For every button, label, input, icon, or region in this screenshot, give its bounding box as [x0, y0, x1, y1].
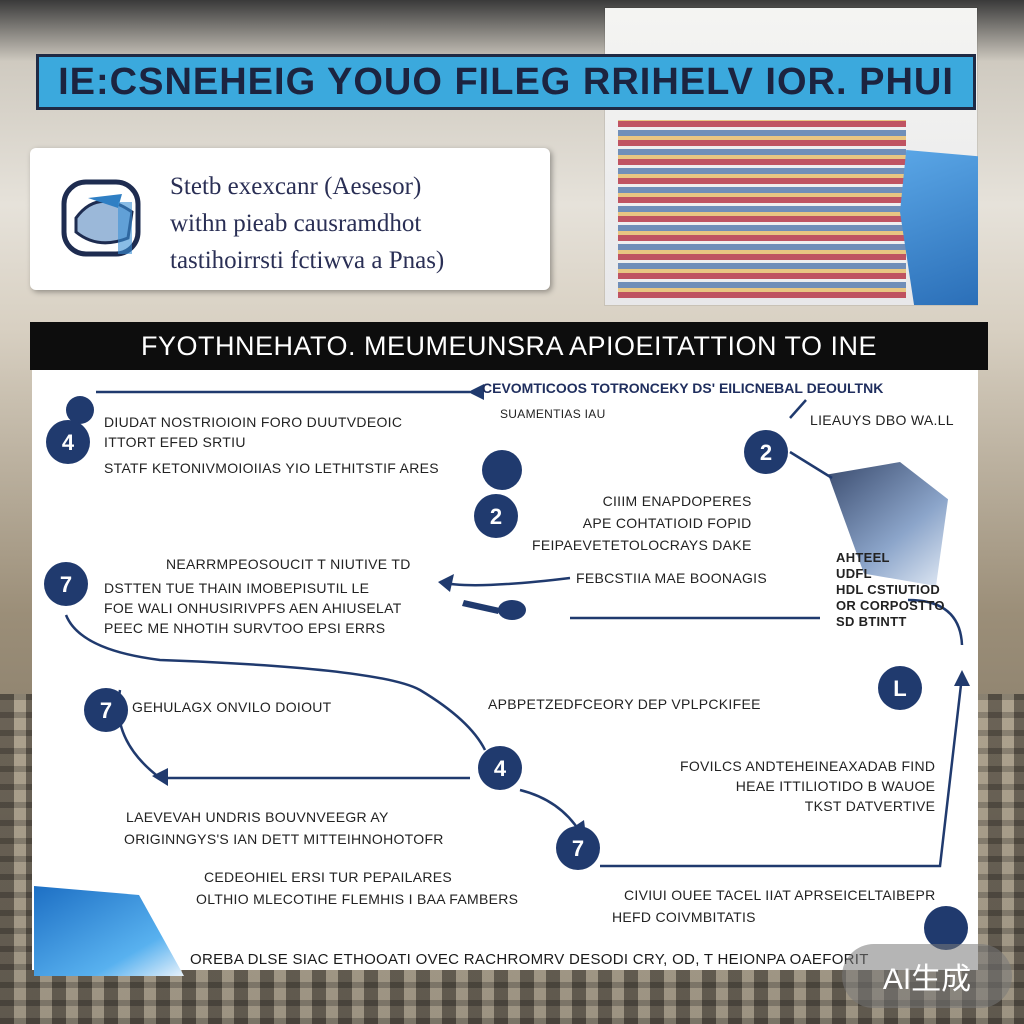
center3-text: APBPETZEDFCEORY DEP VPLPCKIFEE [488, 696, 761, 712]
node-top-left: 4 [46, 420, 90, 464]
intro-line: Stetb exexcanr (Aesesor) [170, 173, 422, 200]
probe-icon [498, 600, 526, 620]
block3-text: GEHULAGX ONVILO DOIOUT [132, 699, 332, 715]
connector-right-top [789, 450, 833, 480]
right2-text: AHTEEL UDFL HDL CSTIUTIOD OR CORPOSTTO S… [836, 550, 945, 629]
node-circles: 4 7 7 2 4 7 2 L [44, 396, 968, 950]
arrow-head-right [954, 670, 970, 686]
header-top-text: CEVOMTICOOS TOTRONCEKY DS' EILICNEBAL DE… [482, 380, 884, 396]
headset-icon [61, 179, 141, 257]
block2-head-text: NEARRMPEOSOUCIT T NIUTIVE TD [166, 556, 411, 572]
arrow-head-lower [152, 768, 168, 786]
blue-figure-image [900, 150, 978, 305]
right3-text: FOVILCS ANDTEHEINEAXADAB FIND HEAE ITTIL… [680, 758, 936, 814]
center1-text: CIIIM ENAPDOPERES APE COHTATIOID FOPID F… [532, 493, 752, 553]
svg-text:4: 4 [494, 756, 507, 781]
ai-generated-badge: AI生成 [842, 944, 1012, 1008]
arrow-head-top [468, 384, 484, 400]
node-dot-small [66, 396, 94, 424]
node-right-low: L [878, 666, 922, 710]
svg-text:2: 2 [490, 504, 502, 529]
node-center-top: 2 [474, 494, 518, 538]
probe-stem [462, 600, 500, 614]
right1-text: LIEAUYS DBO WA.LL [810, 412, 954, 428]
svg-text:2: 2 [760, 440, 772, 465]
center2-text: FEBCSTIIA MAE BOONAGIS [576, 570, 767, 586]
connector-right-top-2 [789, 399, 807, 419]
footer-text: OREBA DLSE SIAC ETHOOATI OVEC RACHROMRV … [190, 950, 869, 968]
badge-label: AI生成 [882, 963, 972, 996]
node-center-low: 4 [478, 746, 522, 790]
node-right-top: 2 [744, 430, 788, 474]
connector-right-arc [907, 598, 964, 646]
node-dot-center [482, 450, 522, 490]
node-bottom: 7 [556, 826, 600, 870]
svg-text:4: 4 [62, 430, 75, 455]
header-sub-text: SUAMENTIAS IAU [500, 407, 606, 421]
right4-text: CIVIUI OUEE TACEL IIAT APRSEICELTAIBEPR … [612, 887, 936, 925]
section-banner: FYOTHNEHATO. MEUMEUNSRA APIOEITATTION TO… [30, 322, 988, 370]
building-image [618, 120, 906, 298]
node-mid-left: 7 [44, 562, 88, 606]
block2-text: DSTTEN TUE THAIN IMOBEPISUTIL LE FOE WAL… [104, 580, 402, 636]
page-title: IE:CSNEHEIG YOUO FILEG RRIHELV IOR. PHUI [58, 60, 954, 103]
connector-left-curve [64, 614, 487, 751]
svg-text:L: L [893, 676, 906, 701]
intro-text: Stetb exexcanr (Aesesor) withn pieab cau… [170, 168, 540, 279]
block5-text: CEDEOHIEL ERSI TUR PEPAILARES OLTHIO MLE… [196, 869, 519, 907]
svg-text:7: 7 [100, 698, 112, 723]
footer-text-bar: OREBA DLSE SIAC ETHOOATI OVEC RACHROMRV … [190, 942, 910, 976]
section-title: FYOTHNEHATO. MEUMEUNSRA APIOEITATTION TO… [140, 330, 878, 361]
connector-bottom [519, 788, 582, 833]
intro-line: withn pieab causramdhot [170, 210, 422, 237]
connector-right-vertical [600, 675, 964, 868]
intro-line: tastihoirrsti fctiwva a Pnas) [170, 247, 445, 274]
svg-text:7: 7 [572, 836, 584, 861]
node-low-left: 7 [84, 688, 128, 732]
block1-text: DIUDAT NOSTRIOIOIN FORO DUUTVDEOIC ITTOR… [104, 414, 439, 476]
node-dot-bottom-right [924, 906, 968, 950]
title-banner: IE:CSNEHEIG YOUO FILEG RRIHELV IOR. PHUI [36, 54, 976, 110]
svg-text:7: 7 [60, 572, 72, 597]
connector-center [439, 576, 571, 587]
block4-text: LAEVEVAH UNDRIS BOUVNVEEGR AY ORIGINNGYS… [124, 809, 444, 847]
arrow-head-center [438, 574, 454, 592]
